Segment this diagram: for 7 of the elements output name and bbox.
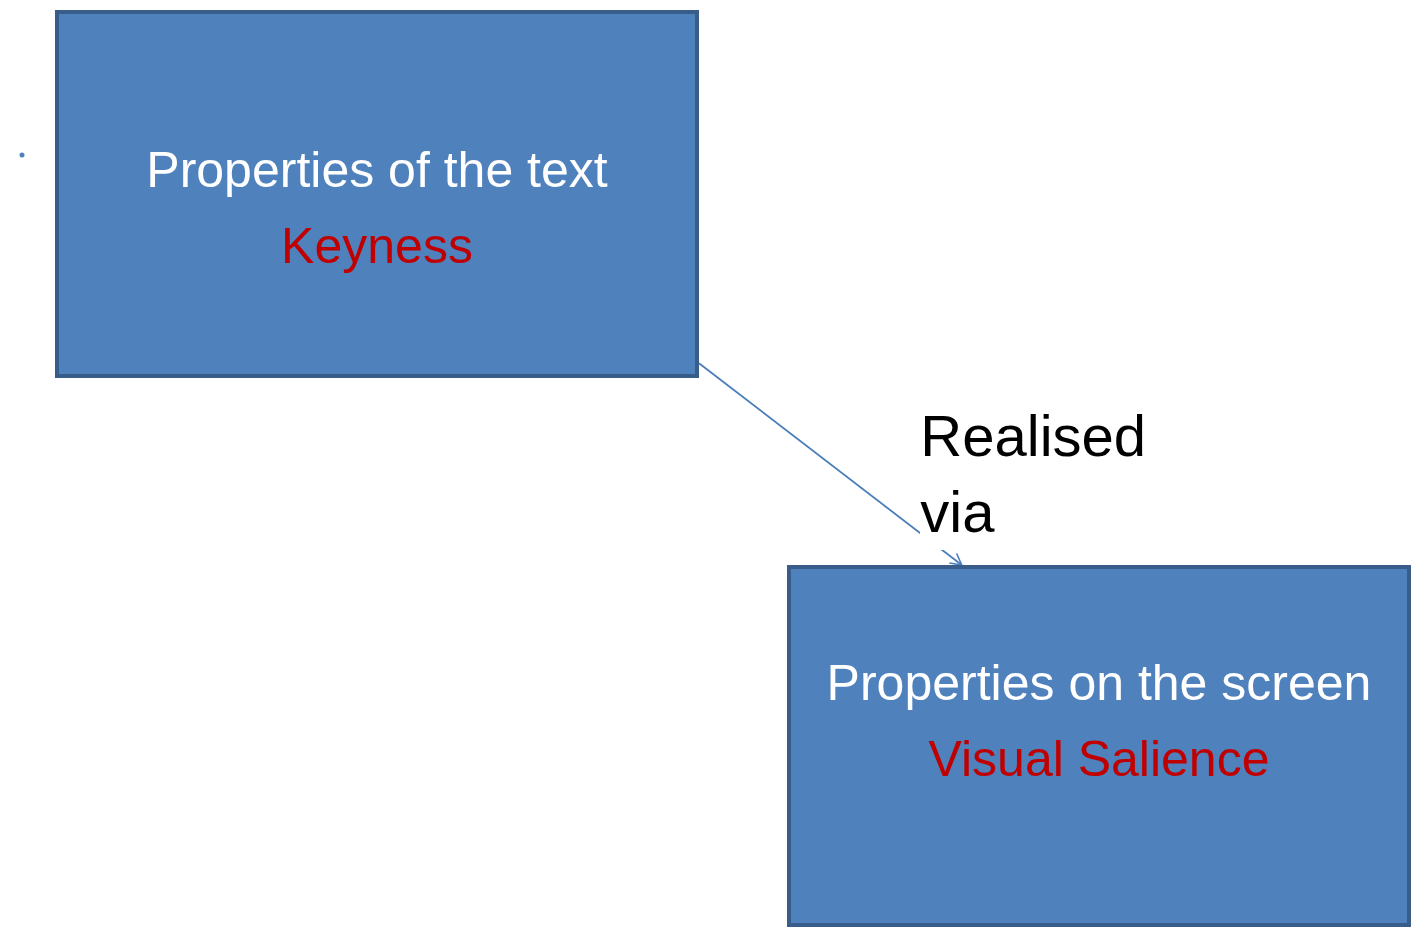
key-term: Keyness (281, 217, 473, 276)
box-title: Properties on the screen (826, 654, 1372, 713)
box-title: Properties of the text (146, 141, 608, 200)
process-box (55, 10, 699, 378)
process-box (787, 565, 1411, 927)
key-term: Visual Salience (928, 730, 1270, 789)
arrow (698, 362, 963, 566)
